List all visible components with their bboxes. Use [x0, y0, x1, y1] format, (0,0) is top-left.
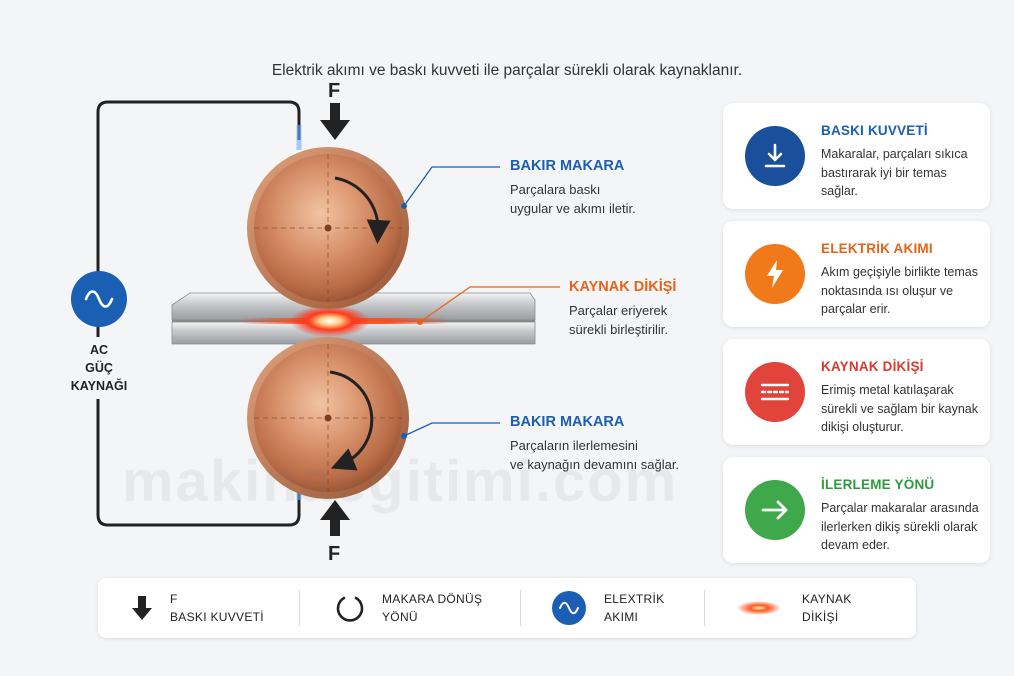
down-arrow-icon [132, 596, 152, 620]
leader-line-bottom-roller [403, 422, 500, 437]
card-weld-seam: KAYNAK DİKİŞİ Erimiş metal katılaşarak s… [723, 339, 990, 445]
force-arrow-bottom [320, 500, 350, 536]
callout-bottom-roller: BAKIR MAKARA Parçaların ilerlemesini ve … [510, 414, 680, 472]
legend-separator [299, 590, 300, 626]
copper-roller-top [247, 147, 409, 309]
force-arrow-top [320, 103, 350, 140]
card-icon-circle [745, 244, 805, 304]
legend-separator [520, 590, 521, 626]
ac-source-label: AC GÜÇ KAYNAĞI [56, 337, 142, 399]
sine-wave-icon [559, 601, 579, 615]
force-label-top: F [328, 80, 341, 102]
legend-separator [704, 590, 705, 626]
lightning-icon [767, 260, 783, 288]
card-feed-direction: İLERLEME YÖNÜ Parçalar makaralar arasınd… [723, 457, 990, 563]
weld-glow-icon [737, 601, 781, 615]
arrow-right-icon [761, 500, 788, 520]
watermark: makinaegitimi.com [122, 449, 679, 514]
leader-line-weld-seam [419, 286, 560, 323]
weld-hot-spot [290, 305, 370, 337]
press-down-icon [764, 143, 786, 168]
card-press-force: BASKI KUVVETİ Makaralar, parçaları sıkıc… [723, 103, 990, 209]
legend-current-badge [552, 591, 586, 625]
callout-top-roller: BAKIR MAKARA Parçalara baskı uygular ve … [510, 158, 636, 216]
rotation-icon [336, 596, 364, 622]
copper-roller-bottom [247, 337, 409, 499]
card-icon-circle [745, 480, 805, 540]
card-icon-circle [745, 126, 805, 186]
card-icon-circle [745, 362, 805, 422]
weld-seam-icon [760, 383, 790, 401]
leader-line-top-roller [403, 166, 500, 207]
force-label-bottom: F [328, 543, 341, 565]
ac-source-badge [71, 271, 127, 327]
sine-wave-icon [84, 290, 114, 308]
callout-weld-seam: KAYNAK DİKİŞİ Parçalar eriyerek sürekli … [569, 279, 677, 337]
card-electric-current: ELEKTRİK AKIMI Akım geçişiyle birlikte t… [723, 221, 990, 327]
diagram-title: Elektrik akımı ve baskı kuvveti ile parç… [271, 62, 743, 79]
